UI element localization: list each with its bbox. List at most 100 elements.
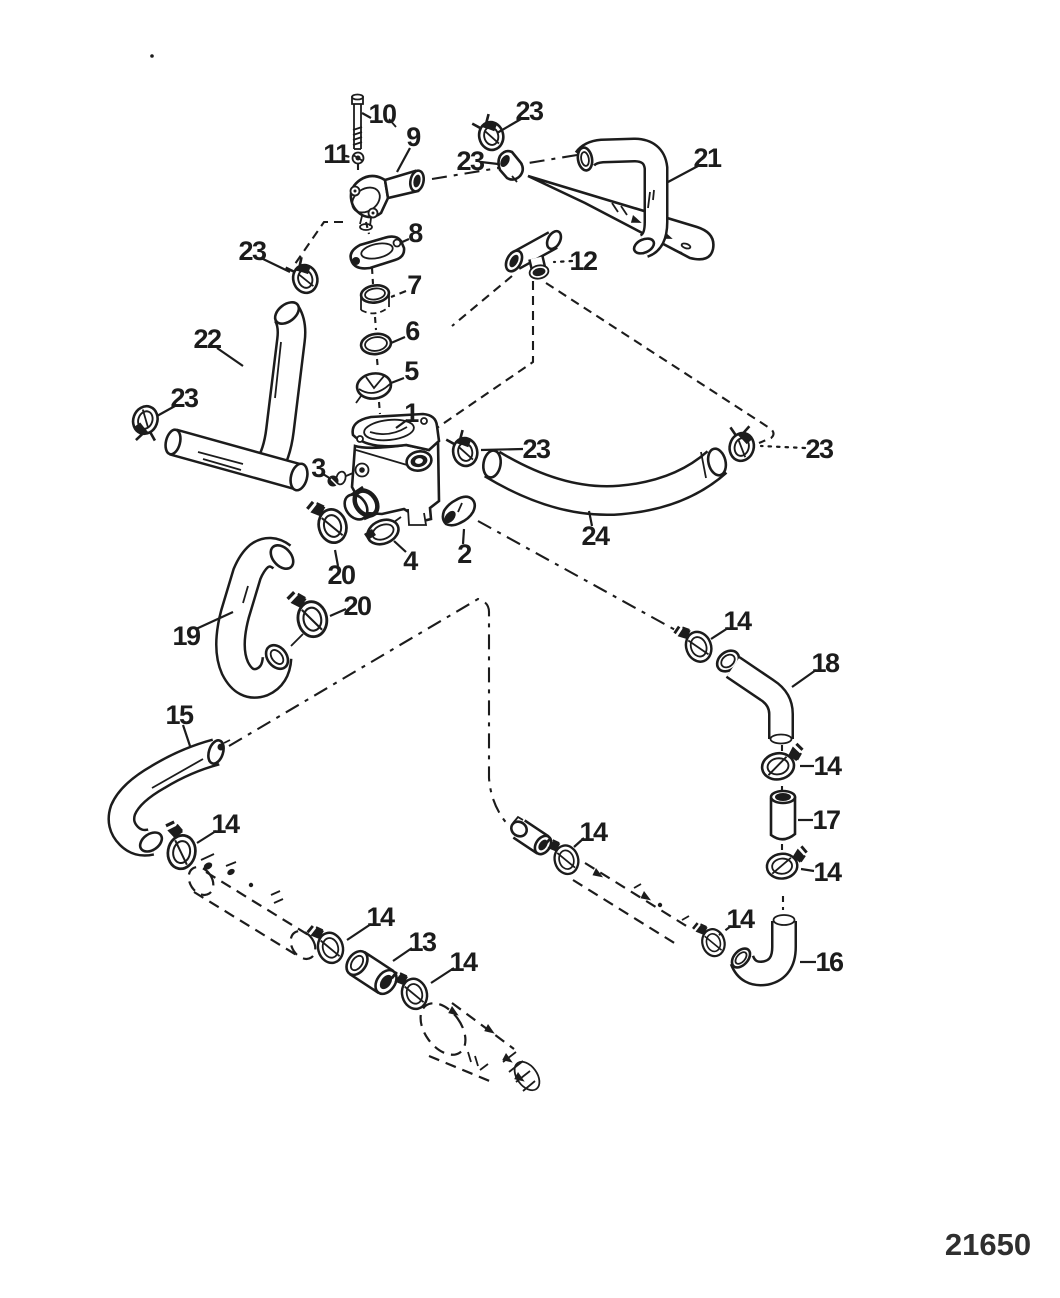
clamp-14-hose15 bbox=[157, 819, 202, 873]
callout-leader-23 bbox=[260, 257, 291, 273]
callout-leader-15 bbox=[181, 724, 192, 747]
bracket-21 bbox=[527, 174, 715, 261]
callout-label-5: 5 bbox=[404, 356, 419, 386]
callout-leader-23 bbox=[480, 447, 524, 452]
callout-leader-14 bbox=[196, 830, 217, 844]
callout-label-8: 8 bbox=[408, 218, 423, 248]
thermostat-cover-9 bbox=[349, 169, 426, 231]
thermostat-5 bbox=[355, 372, 393, 404]
sleeve-7 bbox=[359, 284, 391, 315]
callout-label-16: 16 bbox=[815, 947, 844, 977]
callout-leader-6 bbox=[390, 335, 406, 345]
callout-label-19: 19 bbox=[172, 621, 201, 651]
ghost-fitting-left bbox=[187, 853, 317, 961]
sleeve-17 bbox=[769, 789, 797, 841]
gasket-8 bbox=[349, 235, 406, 270]
bolt-3 bbox=[327, 470, 354, 487]
clamp-14-coupler bbox=[542, 831, 583, 880]
callout-label-14: 14 bbox=[726, 904, 755, 934]
callout-leader-7 bbox=[390, 289, 407, 299]
nut-11 bbox=[351, 151, 365, 165]
callout-label-23: 23 bbox=[170, 383, 199, 413]
callout-label-4: 4 bbox=[403, 546, 418, 576]
callout-label-1: 1 bbox=[404, 398, 419, 428]
speck bbox=[150, 54, 154, 58]
callout-leader-19 bbox=[195, 611, 234, 630]
callout-label-21: 21 bbox=[693, 143, 722, 173]
ghost-fitting-right bbox=[572, 862, 690, 945]
hose-15 bbox=[107, 738, 231, 857]
fitting-2 bbox=[441, 495, 477, 527]
callout-leader-5 bbox=[390, 376, 405, 385]
callout-label-20: 20 bbox=[343, 591, 371, 621]
callout-label-14: 14 bbox=[366, 902, 395, 932]
callout-leader-23 bbox=[480, 160, 499, 166]
clamp-20-lower bbox=[284, 585, 332, 647]
callout-label-10: 10 bbox=[368, 99, 396, 129]
coupler-mid bbox=[510, 815, 553, 856]
callout-label-2: 2 bbox=[457, 539, 471, 569]
callout-label-17: 17 bbox=[812, 805, 840, 835]
callout-leader-1 bbox=[395, 419, 408, 429]
callout-leader-14 bbox=[718, 925, 732, 936]
clamp-14-below17 bbox=[763, 844, 811, 882]
callout-label-14: 14 bbox=[723, 606, 752, 636]
clamp-23-topleft bbox=[282, 253, 322, 298]
callout-leader-14 bbox=[573, 837, 585, 848]
callout-label-23: 23 bbox=[805, 434, 834, 464]
callout-leader-14 bbox=[800, 867, 815, 873]
callout-leader-14 bbox=[710, 627, 729, 640]
clamp-23-right bbox=[721, 420, 761, 465]
clamp-23-mid bbox=[443, 426, 482, 471]
fitting-23-top bbox=[497, 149, 525, 183]
drawing-number: 21650 bbox=[945, 1227, 1031, 1262]
clamp-4 bbox=[364, 516, 402, 546]
callout-leader-23 bbox=[759, 444, 807, 450]
callout-label-23: 23 bbox=[238, 236, 267, 266]
callout-label-3: 3 bbox=[311, 453, 326, 483]
clamp-14-right13 bbox=[388, 964, 432, 1015]
hose-18 bbox=[715, 649, 794, 745]
callout-label-7: 7 bbox=[407, 270, 421, 300]
callout-label-12: 12 bbox=[569, 246, 597, 276]
callout-label-9: 9 bbox=[406, 122, 421, 152]
bolt-10 bbox=[351, 93, 397, 150]
callout-label-6: 6 bbox=[405, 316, 420, 346]
callout-leader-14 bbox=[430, 967, 455, 984]
callout-leader-2 bbox=[461, 528, 466, 545]
callout-leader-23 bbox=[156, 405, 176, 417]
callout-leader-8 bbox=[399, 237, 410, 245]
callout-leader-24 bbox=[587, 510, 594, 527]
callout-leader-20 bbox=[329, 607, 347, 618]
callout-label-20: 20 bbox=[327, 560, 355, 590]
callout-label-11: 11 bbox=[323, 139, 350, 169]
thermostat-housing-1 bbox=[343, 412, 441, 526]
callout-leader-20 bbox=[333, 549, 340, 567]
hose-16 bbox=[729, 914, 797, 987]
callout-label-15: 15 bbox=[165, 700, 194, 730]
hose-19 bbox=[215, 536, 295, 699]
hose-22 bbox=[254, 301, 307, 478]
callout-label-23: 23 bbox=[515, 96, 544, 126]
coupler-13 bbox=[345, 949, 398, 996]
callout-leader-11 bbox=[344, 154, 356, 160]
clamp-14-topright bbox=[671, 617, 717, 669]
callout-leader-4 bbox=[393, 540, 407, 553]
clamp-14-left13 bbox=[304, 918, 348, 969]
o-ring-6 bbox=[359, 332, 393, 356]
callout-leader-12 bbox=[552, 259, 574, 264]
callout-leader-10 bbox=[361, 112, 372, 119]
callout-label-14: 14 bbox=[813, 857, 842, 887]
callout-leader-3 bbox=[322, 473, 332, 480]
callout-label-24: 24 bbox=[581, 521, 610, 551]
callout-label-14: 14 bbox=[813, 751, 842, 781]
hose-24 bbox=[482, 447, 728, 517]
callout-leader-21 bbox=[667, 165, 699, 183]
clamp-14-hose16 bbox=[690, 916, 729, 962]
callout-label-18: 18 bbox=[811, 648, 840, 678]
callout-leader-22 bbox=[216, 347, 244, 367]
t-fitting-12 bbox=[504, 229, 563, 280]
